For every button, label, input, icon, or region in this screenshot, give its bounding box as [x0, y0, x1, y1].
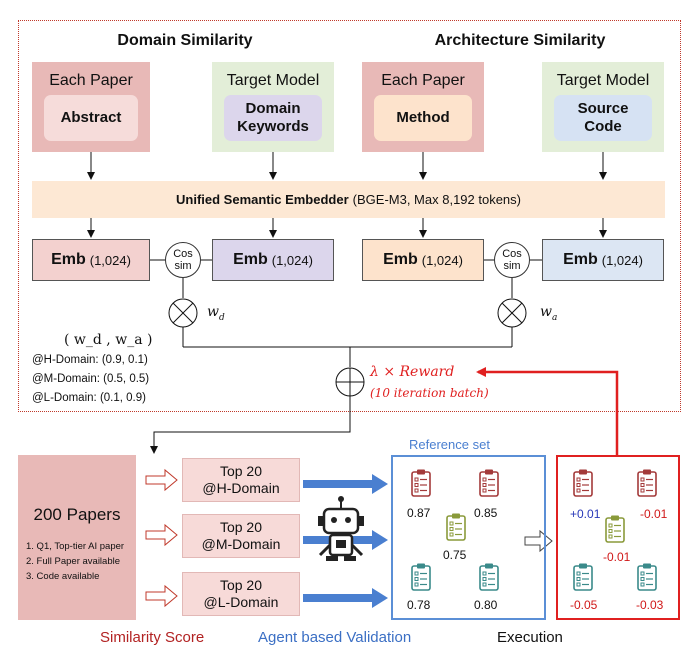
- domain-name: @H-Domain:: [32, 354, 99, 366]
- robot-icon: [318, 496, 364, 561]
- domain-weight-h: @H-Domain: (0.9, 0.1): [32, 354, 148, 366]
- cos-label: Cos: [173, 248, 193, 260]
- unified-semantic-embedder: Unified Semantic Embedder (BGE-M3, Max 8…: [32, 181, 665, 218]
- architecture-similarity-header: Architecture Similarity: [434, 32, 606, 49]
- execution-delta: -0.03: [636, 598, 664, 612]
- abstract-embedding: Emb(1,024): [32, 239, 150, 281]
- execution-box: [556, 455, 680, 620]
- input-caption: Target Model: [556, 72, 650, 89]
- w-sub: d: [218, 312, 225, 323]
- emb-label: Emb: [563, 251, 598, 268]
- top20-m-domain: Top 20@M-Domain: [182, 514, 300, 558]
- hollow-arrow: [145, 468, 178, 492]
- reference-score: 0.80: [474, 598, 498, 612]
- w-symbol: w: [207, 304, 219, 320]
- papers-pool: 200 Papers 1. Q1, Top-tier AI paper 2. F…: [18, 455, 136, 620]
- domain-similarity-header: Domain Similarity: [117, 32, 253, 49]
- input-caption: Each Paper: [49, 72, 133, 89]
- top-domain: @M-Domain: [201, 536, 281, 552]
- domain-keywords-embedding: Emb(1,024): [212, 239, 334, 281]
- reference-set-title: Reference set: [409, 437, 490, 452]
- hollow-arrow: [145, 584, 178, 608]
- cos-label: Cos: [502, 248, 522, 260]
- paper-criterion: 1. Q1, Top-tier AI paper: [26, 541, 125, 552]
- top20-l-domain: Top 20@L-Domain: [182, 572, 300, 616]
- top-count: Top 20: [219, 463, 263, 479]
- similarity-score-label: Similarity Score: [100, 629, 205, 646]
- reward-formula: λ × Reward: [370, 364, 455, 380]
- domain-weight-l: @L-Domain: (0.1, 0.9): [32, 392, 146, 404]
- execution-delta: -0.01: [640, 507, 668, 521]
- reward-note: (10 iteration batch): [370, 386, 489, 400]
- emb-dim: (1,024): [271, 252, 313, 268]
- method-embedding: Emb(1,024): [362, 239, 484, 281]
- reward-feedback-arrow: [476, 367, 619, 455]
- domain-value: (0.1, 0.9): [99, 392, 146, 404]
- source-code-embedding: Emb(1,024): [542, 239, 664, 281]
- input-caption: Target Model: [226, 72, 320, 89]
- domain-keywords-input-box: Target Model Domain Keywords: [212, 62, 334, 152]
- reference-score: 0.85: [474, 506, 498, 520]
- paper-criterion: 2. Full Paper available: [26, 556, 120, 567]
- execution-delta: +0.01: [570, 507, 601, 521]
- sim-label: sim: [174, 260, 192, 272]
- emb-dim: (1,024): [601, 252, 643, 268]
- paper-criterion: 3. Code available: [26, 571, 100, 582]
- abstract-input-box: Each Paper Abstract: [32, 62, 150, 152]
- execution-label: Execution: [497, 629, 563, 646]
- domain-name: @M-Domain:: [32, 373, 100, 385]
- reference-score: 0.87: [407, 506, 431, 520]
- hollow-arrow: [145, 523, 178, 547]
- execution-delta: -0.01: [603, 550, 631, 564]
- top-count: Top 20: [219, 577, 263, 593]
- papers-title: 200 Papers: [33, 505, 121, 524]
- weight-domain-label: wd: [207, 304, 225, 323]
- reference-score: 0.75: [443, 548, 467, 562]
- reference-set-box: [391, 455, 546, 620]
- weight-pair-label: ( w_d , w_a ): [64, 332, 153, 348]
- domain-name: @L-Domain:: [32, 392, 97, 404]
- emb-label: Emb: [383, 251, 418, 268]
- w-sub: a: [551, 312, 558, 323]
- method-label: Method: [374, 95, 472, 141]
- emb-label: Emb: [51, 251, 86, 268]
- abstract-label: Abstract: [44, 95, 138, 141]
- top-count: Top 20: [219, 519, 263, 535]
- domain-keywords-label: Domain Keywords: [224, 95, 322, 141]
- top20-h-domain: Top 20@H-Domain: [182, 458, 300, 502]
- multiply-x: [172, 302, 194, 324]
- blue-arrow: [303, 474, 388, 494]
- domain-weight-m: @M-Domain: (0.5, 0.5): [32, 373, 149, 385]
- embedder-detail: (BGE-M3, Max 8,192 tokens): [352, 192, 521, 207]
- method-input-box: Each Paper Method: [362, 62, 484, 152]
- multiply-x: [501, 302, 523, 324]
- domain-value: (0.5, 0.5): [103, 373, 150, 385]
- emb-dim: (1,024): [89, 252, 131, 268]
- w-symbol: w: [540, 304, 552, 320]
- source-code-input-box: Target Model Source Code: [542, 62, 664, 152]
- emb-label: Emb: [233, 251, 268, 268]
- blue-arrow: [303, 588, 388, 608]
- domain-value: (0.9, 0.1): [101, 354, 148, 366]
- weight-architecture-label: wa: [540, 304, 557, 323]
- embedder-name: Unified Semantic Embedder: [176, 192, 349, 207]
- source-code-label: Source Code: [554, 95, 652, 141]
- input-caption: Each Paper: [381, 72, 465, 89]
- top-domain: @L-Domain: [203, 594, 279, 610]
- emb-dim: (1,024): [421, 252, 463, 268]
- execution-delta: -0.05: [570, 598, 598, 612]
- reference-score: 0.78: [407, 598, 431, 612]
- arrow-to-papers: [150, 396, 351, 454]
- agent-validation-label: Agent based Validation: [258, 629, 412, 646]
- top-domain: @H-Domain: [202, 480, 280, 496]
- sim-label: sim: [503, 260, 521, 272]
